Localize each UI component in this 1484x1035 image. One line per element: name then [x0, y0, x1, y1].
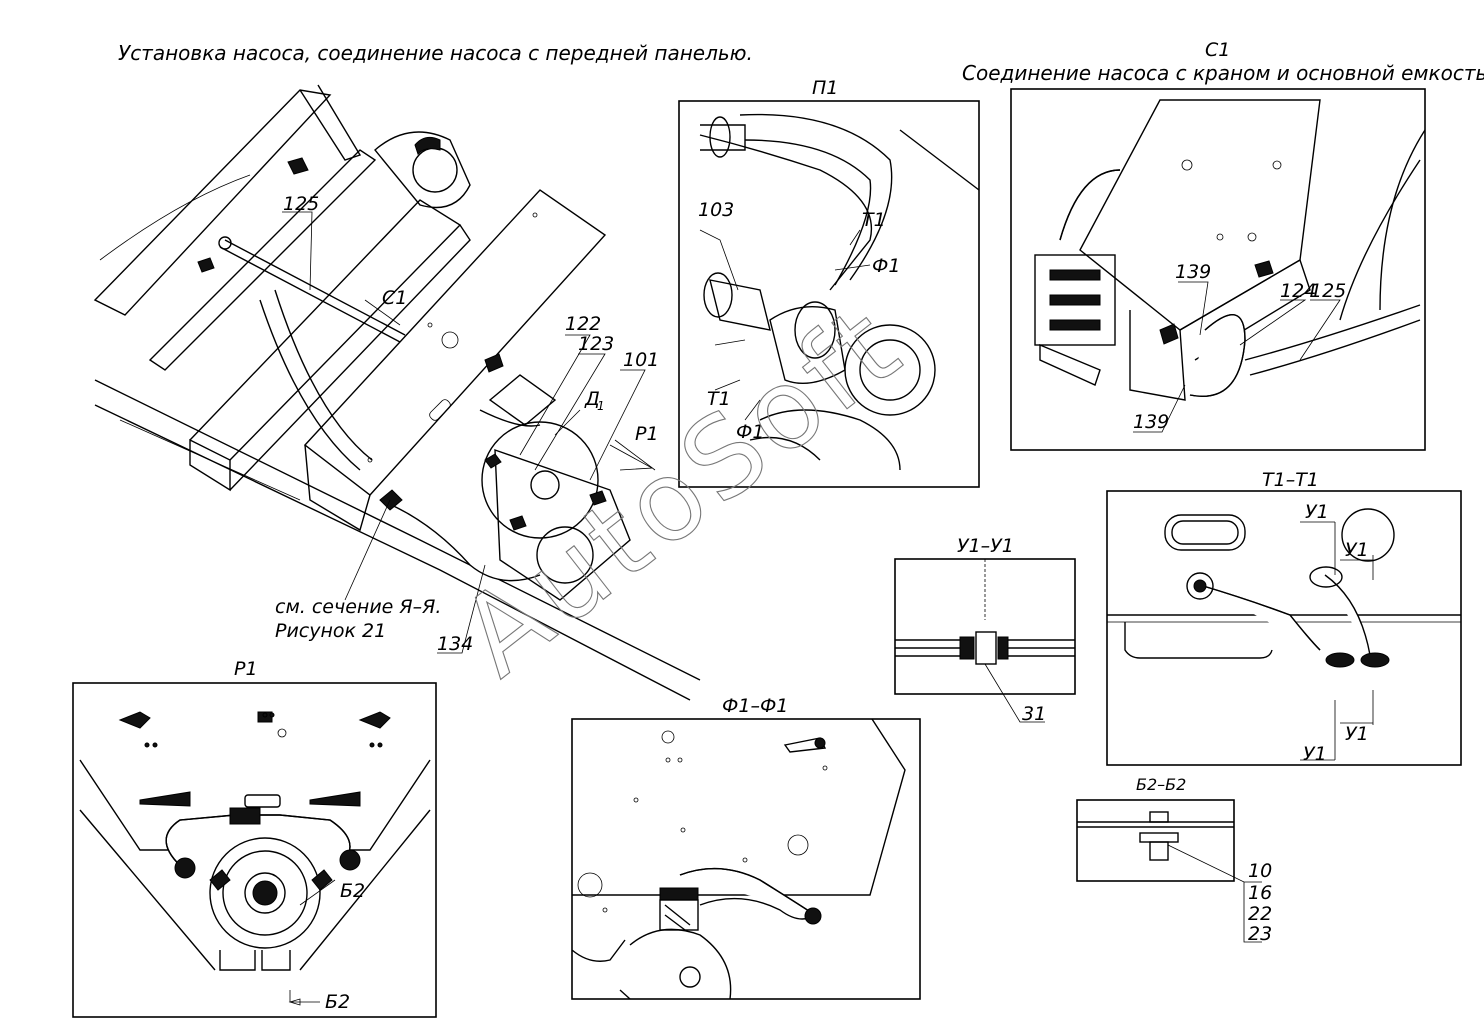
note-line-2: Рисунок 21	[275, 620, 386, 642]
callout-b2-section: Б2	[325, 991, 350, 1013]
p1-bottom-view-header: Р1	[234, 658, 258, 680]
c1-view-header: С1	[1205, 39, 1230, 61]
callout-16: 16	[1248, 882, 1272, 904]
callout-u1-d: У1	[1303, 743, 1327, 765]
callout-134: 134	[437, 633, 473, 655]
callout-125-main: 125	[283, 193, 319, 215]
u1-view-frame	[894, 558, 1076, 695]
f1-view-drawing	[571, 718, 906, 1000]
callout-31: 31	[1022, 703, 1046, 725]
callout-23: 23	[1248, 923, 1272, 945]
callout-122: 122	[565, 313, 601, 335]
callout-139-lower: 139	[1133, 411, 1169, 433]
b2-view-frame	[1076, 799, 1235, 882]
p1-view-drawing	[699, 113, 980, 471]
c1-view-drawing	[1034, 99, 1426, 433]
t1-view-drawing	[1107, 508, 1461, 761]
callout-103: 103	[698, 199, 734, 221]
main-assembly-drawing	[93, 84, 701, 701]
callout-d1: Д	[584, 388, 600, 410]
callout-t1-lower: Т1	[707, 388, 731, 410]
callout-b2-inside: Б2	[340, 880, 365, 902]
p1-view-header: П1	[812, 77, 838, 99]
b2-view-drawing	[1077, 811, 1262, 943]
b2-view-header: Б2–Б2	[1136, 775, 1186, 794]
callout-124: 124	[1280, 280, 1316, 302]
callout-d1-subscript: 1	[597, 399, 605, 413]
main-title: Установка насоса, соединение насоса с пе…	[118, 41, 753, 65]
callout-c1-main: С1	[382, 287, 407, 309]
callout-t1-upper: Т1	[862, 209, 886, 231]
callout-10: 10	[1248, 860, 1272, 882]
callout-u1-c: У1	[1345, 723, 1369, 745]
f1-view-header: Ф1–Ф1	[722, 695, 788, 717]
t1-view-header: Т1–Т1	[1262, 469, 1319, 491]
callout-f1-lower: Ф1	[736, 421, 764, 443]
callout-123: 123	[578, 333, 614, 355]
callout-p1-main: Р1	[635, 423, 659, 445]
callout-u1-b: У1	[1345, 539, 1369, 561]
f1-view-frame	[571, 718, 921, 1000]
callout-u1-a: У1	[1305, 501, 1329, 523]
callout-125-c1: 125	[1310, 280, 1346, 302]
c1-view-caption: Соединение насоса с краном и основной ем…	[962, 61, 1484, 85]
callout-f1-upper: Ф1	[872, 255, 900, 277]
callout-139-upper: 139	[1175, 261, 1211, 283]
u1-view-drawing	[895, 559, 1075, 723]
callout-22: 22	[1248, 903, 1272, 925]
u1-view-header: У1–У1	[957, 535, 1014, 557]
p1-bottom-view-drawing	[79, 711, 431, 1006]
callout-101: 101	[623, 349, 659, 371]
note-line-1: см. сечение Я–Я.	[275, 596, 441, 618]
